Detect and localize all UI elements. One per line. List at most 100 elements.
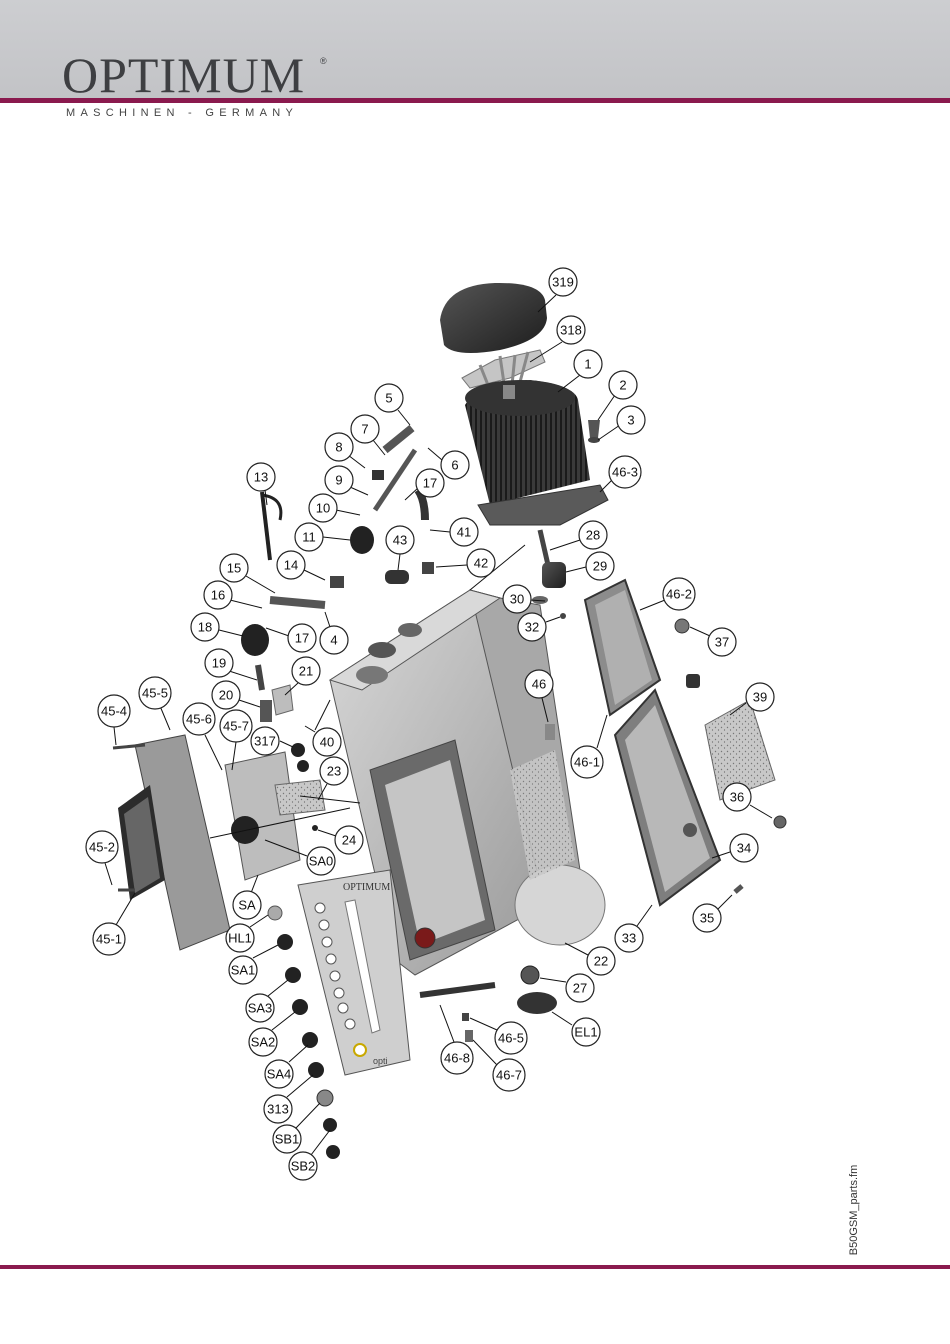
electrical-box — [118, 735, 325, 950]
svg-text:46-5: 46-5 — [498, 1031, 524, 1046]
file-name-label: B50GSM_parts.fm — [848, 1160, 860, 1260]
callout-40: 40 — [305, 726, 341, 756]
svg-text:SB2: SB2 — [291, 1159, 316, 1174]
svg-text:16: 16 — [211, 588, 225, 603]
svg-text:EL1: EL1 — [574, 1025, 597, 1040]
svg-text:45-6: 45-6 — [186, 712, 212, 727]
callout-42: 42 — [436, 549, 495, 577]
svg-text:30: 30 — [510, 592, 524, 607]
svg-text:17: 17 — [295, 631, 309, 646]
svg-text:42: 42 — [474, 556, 488, 571]
svg-text:SA0: SA0 — [309, 854, 334, 869]
svg-text:27: 27 — [573, 981, 587, 996]
svg-text:8: 8 — [335, 440, 342, 455]
panel-footer-brand: opti — [373, 1056, 388, 1066]
svg-text:19: 19 — [212, 656, 226, 671]
svg-text:5: 5 — [385, 391, 392, 406]
svg-text:2: 2 — [619, 378, 626, 393]
svg-text:313: 313 — [267, 1102, 289, 1117]
svg-text:37: 37 — [715, 635, 729, 650]
callout-46-1: 46-1 — [571, 715, 607, 778]
callout-45-2: 45-2 — [86, 831, 118, 885]
svg-text:45-5: 45-5 — [142, 686, 168, 701]
svg-text:46-2: 46-2 — [666, 587, 692, 602]
svg-text:45-1: 45-1 — [96, 932, 122, 947]
callout-46-5: 46-5 — [470, 1018, 527, 1054]
callout-317: 317 — [251, 727, 293, 755]
svg-text:43: 43 — [393, 533, 407, 548]
svg-text:HL1: HL1 — [228, 931, 252, 946]
callout-20: 20 — [212, 681, 260, 709]
callout-5: 5 — [375, 384, 410, 425]
callout-32: 32 — [518, 613, 560, 641]
svg-text:29: 29 — [593, 559, 607, 574]
svg-text:1: 1 — [584, 357, 591, 372]
svg-text:3: 3 — [627, 413, 634, 428]
callout-45-1: 45-1 — [93, 893, 135, 955]
svg-text:39: 39 — [753, 690, 767, 705]
svg-text:SB1: SB1 — [275, 1132, 300, 1147]
svg-text:20: 20 — [219, 688, 233, 703]
callout-SA: SA — [233, 875, 261, 919]
svg-text:46-3: 46-3 — [612, 465, 638, 480]
svg-text:17: 17 — [423, 476, 437, 491]
svg-text:7: 7 — [361, 422, 368, 437]
svg-text:11: 11 — [302, 530, 316, 545]
svg-text:24: 24 — [342, 833, 356, 848]
callout-14: 14 — [277, 551, 325, 580]
callout-18: 18 — [191, 613, 243, 641]
svg-text:15: 15 — [227, 561, 241, 576]
svg-text:18: 18 — [198, 620, 212, 635]
callout-22: 22 — [565, 943, 615, 975]
svg-text:35: 35 — [700, 911, 714, 926]
svg-text:46-1: 46-1 — [574, 755, 600, 770]
svg-text:10: 10 — [316, 501, 330, 516]
callout-29: 29 — [566, 552, 614, 580]
svg-text:SA1: SA1 — [231, 963, 256, 978]
motor-cover — [440, 283, 547, 353]
callout-7: 7 — [351, 415, 385, 455]
svg-text:36: 36 — [730, 790, 744, 805]
callout-1: 1 — [558, 350, 602, 392]
callout-3: 3 — [598, 406, 645, 440]
svg-text:40: 40 — [320, 735, 334, 750]
svg-text:13: 13 — [254, 470, 268, 485]
svg-text:14: 14 — [284, 558, 298, 573]
svg-text:9: 9 — [335, 473, 342, 488]
callout-SA3: SA3 — [246, 980, 288, 1022]
svg-text:SA4: SA4 — [267, 1067, 292, 1082]
svg-text:41: 41 — [457, 525, 471, 540]
svg-text:317: 317 — [254, 734, 276, 749]
svg-text:SA2: SA2 — [251, 1035, 276, 1050]
callout-41: 41 — [430, 518, 478, 546]
svg-text:46-8: 46-8 — [444, 1051, 470, 1066]
panel-brand: OPTIMUM — [343, 882, 390, 893]
svg-text:33: 33 — [622, 931, 636, 946]
callout-10: 10 — [309, 494, 360, 522]
page-footer — [0, 1269, 950, 1344]
svg-text:4: 4 — [330, 633, 337, 648]
callout-16: 16 — [204, 581, 262, 609]
svg-text:SA3: SA3 — [248, 1001, 273, 1016]
callout-33: 33 — [615, 905, 652, 952]
callout-9: 9 — [325, 466, 368, 495]
svg-text:22: 22 — [594, 954, 608, 969]
side-cover-33 — [615, 690, 720, 905]
callout-17b: 17 — [266, 624, 316, 652]
callout-11: 11 — [295, 523, 350, 551]
svg-text:23: 23 — [327, 764, 341, 779]
svg-text:6: 6 — [451, 458, 458, 473]
svg-text:34: 34 — [737, 841, 751, 856]
svg-text:45-2: 45-2 — [89, 840, 115, 855]
callout-45-4: 45-4 — [98, 695, 130, 745]
callout-36: 36 — [723, 783, 772, 818]
svg-text:21: 21 — [299, 664, 313, 679]
svg-text:319: 319 — [552, 275, 574, 290]
callout-HL1: HL1 — [226, 915, 268, 952]
svg-text:SA: SA — [238, 898, 256, 913]
svg-text:46: 46 — [532, 677, 546, 692]
motor-body — [465, 380, 608, 525]
callout-35: 35 — [693, 895, 732, 932]
callout-46-3: 46-3 — [600, 456, 641, 492]
